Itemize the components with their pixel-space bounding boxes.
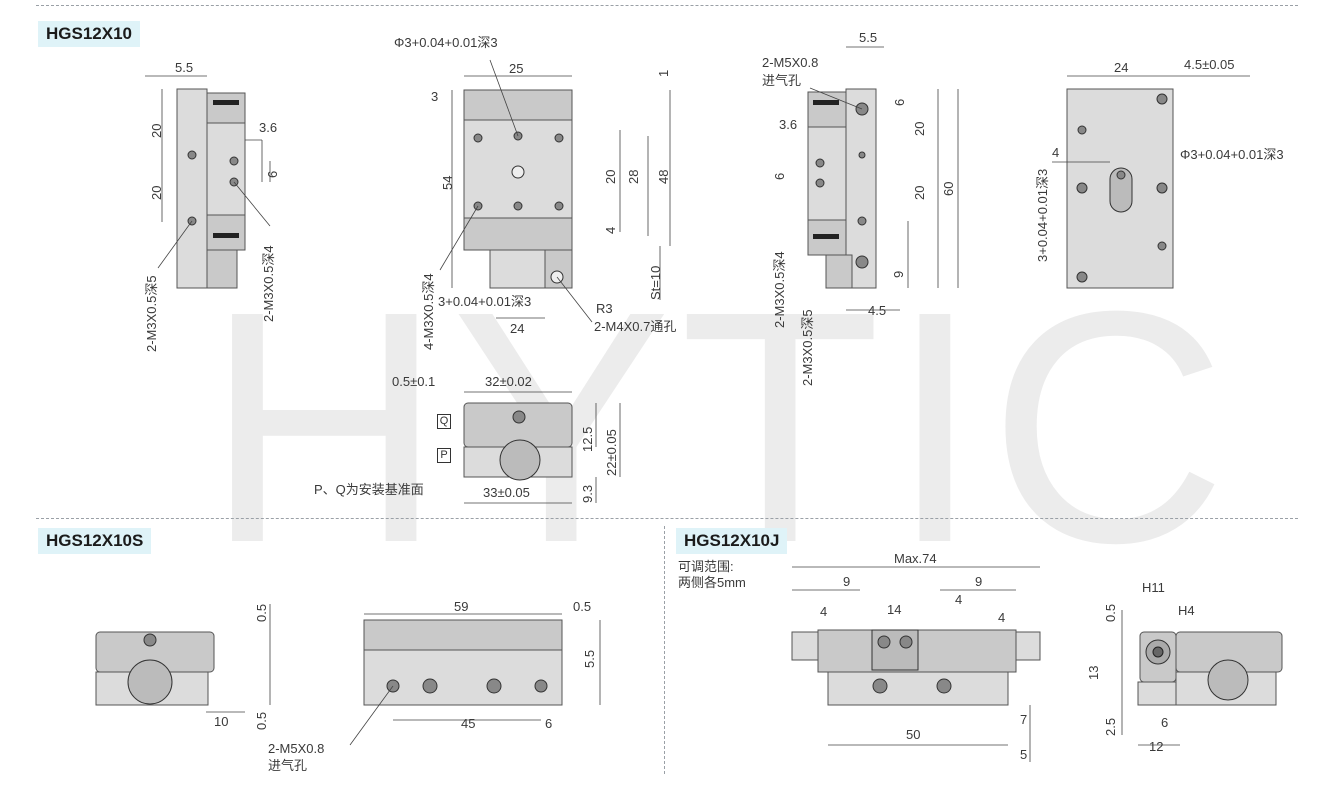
dim-front-1: 1 bbox=[656, 69, 671, 77]
dim-left-5-5: 5.5 bbox=[175, 60, 194, 75]
callout-side-m3-depth4: 2-M3X0.5深4 bbox=[772, 251, 787, 328]
dim-side-20a: 20 bbox=[912, 121, 927, 136]
dim-end-32-tol: 32±0.02 bbox=[485, 374, 532, 389]
section-title-hgs12x10: HGS12X10 bbox=[38, 21, 140, 47]
dim-end-12-5: 12.5 bbox=[580, 426, 595, 452]
dim-front-25: 25 bbox=[509, 61, 524, 76]
dim-br-13: 13 bbox=[1086, 665, 1101, 680]
dim-br-12: 12 bbox=[1149, 739, 1164, 754]
dim-br-h11: H11 bbox=[1142, 580, 1165, 595]
dim-br-7: 7 bbox=[1020, 712, 1028, 727]
dim-br-14: 14 bbox=[887, 602, 902, 617]
dim-side-4-5: 4.5 bbox=[868, 303, 887, 318]
dim-br-9-left: 9 bbox=[843, 574, 851, 589]
dim-left-20b: 20 bbox=[149, 185, 164, 200]
dim-left-3-6: 3.6 bbox=[259, 120, 278, 135]
callout-front-phi3: Φ3+0.04+0.01深3 bbox=[394, 35, 498, 50]
dim-bl-6: 6 bbox=[545, 716, 553, 731]
dim-left-6: 6 bbox=[265, 170, 280, 178]
dim-front-stroke: St=10 bbox=[648, 265, 663, 300]
callout-front-m3-depth4: 4-M3X0.5深4 bbox=[421, 273, 436, 350]
dim-front-48: 48 bbox=[656, 169, 671, 184]
datum-q: Q bbox=[437, 414, 451, 429]
dim-br-9-right: 9 bbox=[975, 574, 983, 589]
dim-front-24: 24 bbox=[510, 321, 525, 336]
dim-end-22-tol: 22±0.05 bbox=[604, 429, 619, 476]
section-title-hgs12x10j: HGS12X10J bbox=[676, 528, 788, 554]
callout-side-inlet: 进气孔 bbox=[762, 73, 802, 88]
callout-back-hole3: 3+0.04+0.01深3 bbox=[1035, 168, 1050, 262]
datum-p: P bbox=[437, 448, 451, 463]
dim-side-6-right: 6 bbox=[892, 98, 907, 106]
back-view bbox=[1052, 75, 1250, 289]
dim-side-5-5: 5.5 bbox=[859, 30, 878, 45]
dim-br-4-right: 4 bbox=[998, 610, 1006, 625]
dim-front-3: 3 bbox=[431, 89, 439, 104]
dim-end-0-5-tol: 0.5±0.1 bbox=[392, 374, 436, 389]
top-left-view bbox=[145, 75, 271, 289]
dim-br-2-5: 2.5 bbox=[1103, 717, 1118, 736]
section-title-hgs12x10s: HGS12X10S bbox=[38, 528, 152, 554]
dim-br-h4: H4 bbox=[1178, 603, 1195, 618]
dim-br-6: 6 bbox=[1161, 715, 1169, 730]
dim-end-9-3: 9.3 bbox=[580, 484, 595, 503]
dim-side-60: 60 bbox=[941, 181, 956, 196]
dim-bl-45: 45 bbox=[461, 716, 476, 731]
adjust-range-value: 两侧各5mm bbox=[678, 575, 746, 590]
hgs12x10j-drawing bbox=[791, 566, 1283, 762]
front-view bbox=[439, 59, 671, 323]
datum-note: P、Q为安装基准面 bbox=[314, 482, 424, 497]
dim-bl-0-5-top: 0.5 bbox=[254, 603, 269, 622]
top-divider bbox=[36, 5, 1298, 6]
dim-bl-5-5: 5.5 bbox=[582, 649, 597, 668]
dim-br-0-5: 0.5 bbox=[1103, 603, 1118, 622]
dim-back-4: 4 bbox=[1052, 145, 1060, 160]
dim-left-20a: 20 bbox=[149, 123, 164, 138]
callout-bl-m5: 2-M5X0.8 bbox=[268, 741, 325, 756]
dim-end-33-tol: 33±0.05 bbox=[483, 485, 530, 500]
dim-br-4-mid: 4 bbox=[955, 592, 963, 607]
dim-side-9: 9 bbox=[891, 270, 906, 278]
callout-front-hole3: 3+0.04+0.01深3 bbox=[438, 294, 532, 309]
dim-br-50: 50 bbox=[906, 727, 921, 742]
dim-back-24: 24 bbox=[1114, 60, 1129, 75]
dim-side-20b: 20 bbox=[912, 185, 927, 200]
dim-front-4: 4 bbox=[603, 226, 618, 234]
callout-side-m3-depth5: 2-M3X0.5深5 bbox=[800, 309, 815, 386]
dim-side-3-6: 3.6 bbox=[779, 117, 798, 132]
dim-bl-0-5-right: 0.5 bbox=[573, 599, 592, 614]
callout-front-m4-through: 2-M4X0.7通孔 bbox=[594, 319, 677, 334]
callout-back-phi3: Φ3+0.04+0.01深3 bbox=[1180, 147, 1284, 162]
dim-bl-59: 59 bbox=[454, 599, 469, 614]
adjust-range-label: 可调范围: bbox=[678, 559, 734, 574]
dim-front-54: 54 bbox=[440, 175, 455, 190]
dim-br-5: 5 bbox=[1020, 747, 1028, 762]
middle-divider bbox=[36, 518, 1298, 519]
callout-side-m5: 2-M5X0.8 bbox=[762, 55, 819, 70]
callout-left-m3-depth4: 2-M3X0.5深4 bbox=[261, 245, 276, 322]
callout-left-m3-depth5: 2-M3X0.5深5 bbox=[144, 275, 159, 352]
hgs12x10s-drawing bbox=[95, 604, 601, 746]
dim-front-28: 28 bbox=[626, 169, 641, 184]
dim-side-6-left: 6 bbox=[772, 172, 787, 180]
dim-front-20: 20 bbox=[603, 169, 618, 184]
callout-front-r3: R3 bbox=[596, 301, 613, 316]
dim-br-max74: Max.74 bbox=[894, 551, 937, 566]
end-view bbox=[463, 391, 621, 504]
dim-br-4-left: 4 bbox=[820, 604, 828, 619]
dim-bl-10: 10 bbox=[214, 714, 229, 729]
dim-back-4-5-tol: 4.5±0.05 bbox=[1184, 57, 1235, 72]
callout-bl-inlet: 进气孔 bbox=[268, 758, 308, 773]
dim-bl-0-5-bottom: 0.5 bbox=[254, 711, 269, 730]
side-view bbox=[807, 46, 959, 311]
bottom-vertical-divider bbox=[664, 526, 665, 774]
